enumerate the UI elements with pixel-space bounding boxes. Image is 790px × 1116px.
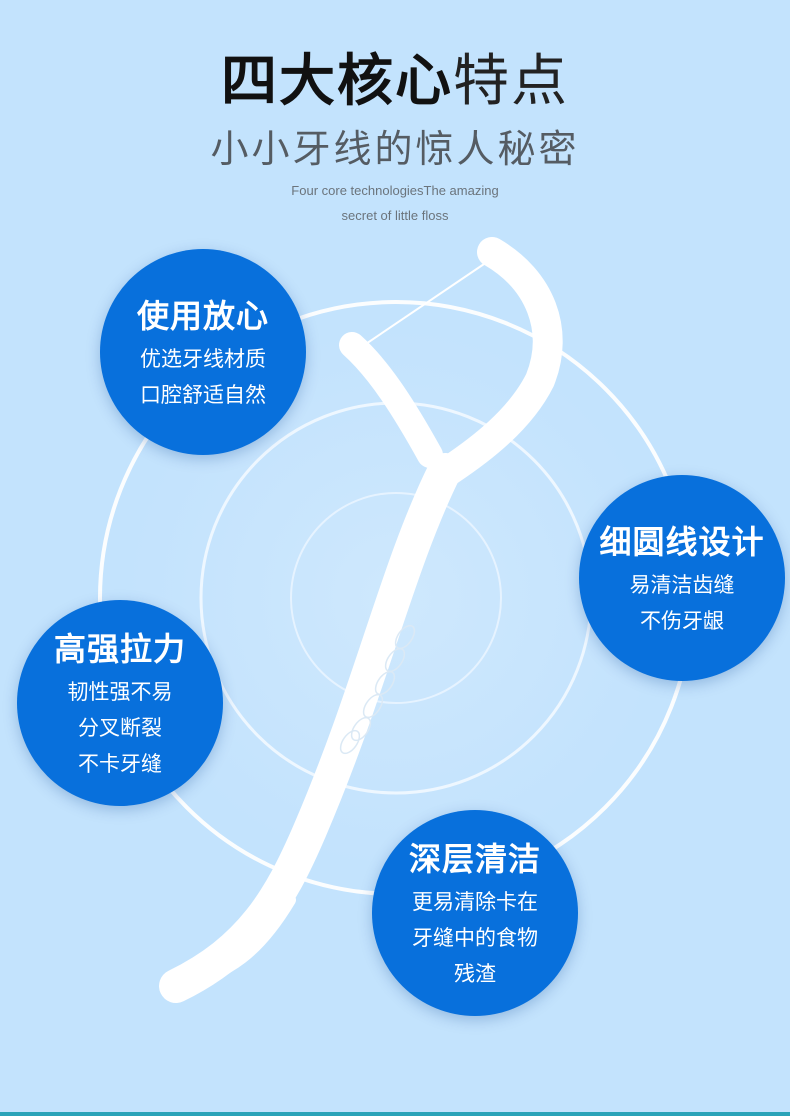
feature-line: 牙缝中的食物: [412, 926, 538, 950]
inner-ring: [290, 492, 502, 704]
feature-bubble-high-tension: 高强拉力 韧性强不易 分叉断裂 不卡牙缝: [17, 600, 223, 806]
feature-line: 韧性强不易: [67, 680, 173, 704]
english-caption: Four core technologiesThe amazing secret…: [270, 178, 520, 228]
title-light: 特点: [453, 49, 569, 114]
floss-pick-icon: [159, 237, 563, 1003]
english-line-1: Four core technologiesThe amazing: [291, 183, 499, 198]
page-subtitle: 小小牙线的惊人秘密: [210, 127, 580, 171]
feature-line: 更易清除卡在: [412, 890, 538, 914]
feature-title: 高强拉力: [53, 630, 186, 668]
english-line-2: secret of little floss: [341, 208, 449, 223]
feature-line: 口腔舒适自然: [140, 383, 266, 407]
feature-title: 细圆线设计: [599, 523, 765, 561]
floss-thread: [353, 261, 488, 353]
feature-title: 使用放心: [136, 297, 269, 335]
grip-ovals: [339, 624, 416, 755]
feature-line: 残渣: [454, 962, 496, 986]
feature-line: 不伤牙龈: [640, 609, 724, 633]
feature-bubble-thin-round-thread: 细圆线设计 易清洁齿缝 不伤牙龈: [579, 475, 785, 681]
feature-title: 深层清洁: [408, 840, 541, 878]
feature-line: 不卡牙缝: [78, 752, 162, 776]
page-title: 四大核心特点: [0, 36, 790, 117]
feature-line: 分叉断裂: [78, 716, 162, 740]
feature-bubble-deep-clean: 深层清洁 更易清除卡在 牙缝中的食物 残渣: [372, 810, 578, 1016]
feature-line: 优选牙线材质: [140, 347, 266, 371]
title-bold: 四大核心: [221, 49, 453, 114]
feature-bubble-safe-use: 使用放心 优选牙线材质 口腔舒适自然: [100, 249, 306, 455]
bottom-divider: [0, 1112, 790, 1116]
feature-line: 易清洁齿缝: [629, 573, 735, 597]
